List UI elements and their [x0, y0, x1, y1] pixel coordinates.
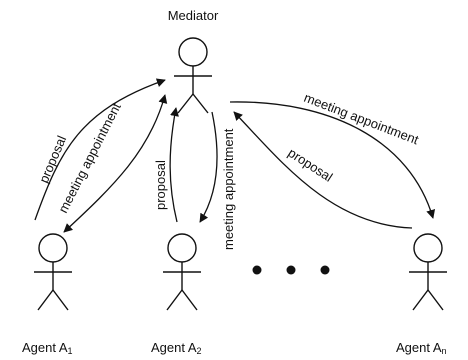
edge-a2-proposal-label: proposal — [153, 160, 168, 210]
agent-a2-stick-figure — [163, 233, 201, 311]
edge-a1-meeting-arrow — [63, 94, 168, 233]
agent-an-stick-figure — [409, 233, 447, 311]
mediator-label: Mediator — [168, 8, 219, 23]
edge-an-proposal-arrow — [233, 111, 413, 229]
agent-a1-label: Agent A1 — [22, 340, 73, 356]
agent-a2-label: Agent A2 — [151, 340, 202, 356]
edge-an-meeting-label: meeting appointment — [302, 90, 421, 148]
edge-a1-proposal-label: proposal — [36, 133, 69, 185]
agent-a1-stick-figure — [34, 233, 72, 311]
edge-a2-meeting-arrow — [199, 111, 218, 223]
ellipsis-dots — [252, 265, 330, 275]
edge-a1-meeting-label: meeting appointment — [55, 100, 124, 215]
edge-an-meeting-arrow — [229, 101, 436, 219]
agent-an-label: Agent An — [396, 340, 447, 356]
edge-an-proposal-label: proposal — [285, 145, 335, 185]
edge-a2-proposal-arrow — [169, 107, 179, 223]
mediator-stick-figure — [174, 37, 212, 114]
edge-a2-meeting-label: meeting appointment — [221, 128, 236, 250]
